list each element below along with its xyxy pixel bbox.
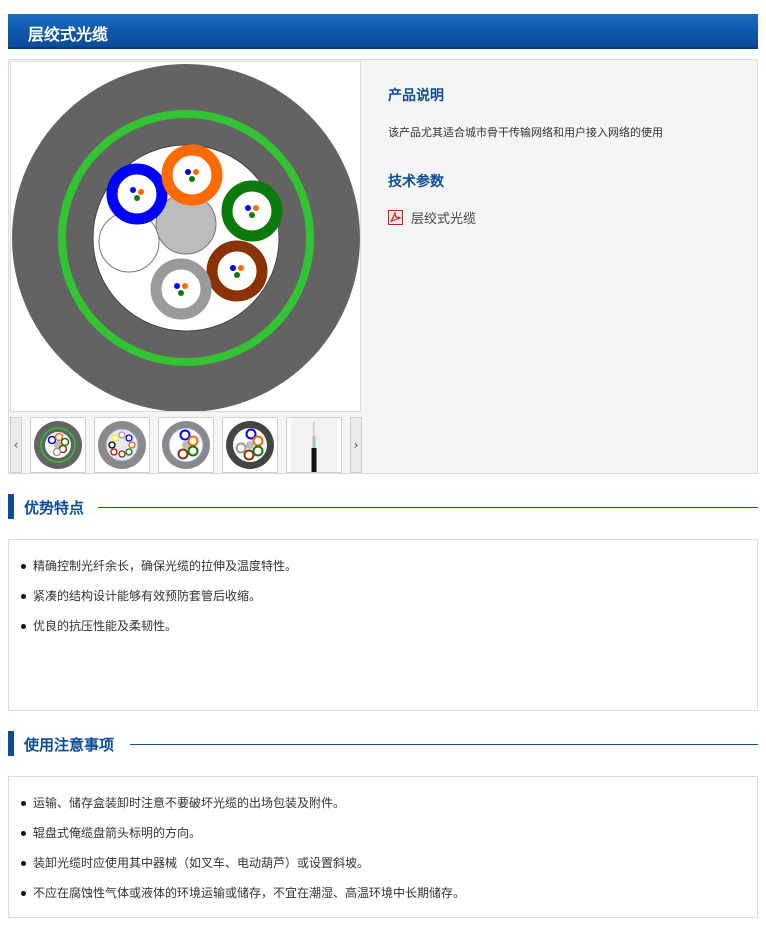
cable-cross-section-icon: [12, 64, 360, 412]
page-title: 层绞式光缆: [28, 25, 109, 44]
thumbnail-5[interactable]: [286, 417, 342, 473]
description-text: 该产品尤其适合城市骨干传输网络和用户接入网络的使用: [388, 126, 663, 139]
notes-section-header: 使用注意事项: [8, 731, 758, 757]
cable-thumb-icon: [162, 421, 210, 469]
thumbnail-4[interactable]: [222, 417, 278, 473]
thumbnail-prev-button[interactable]: ‹: [10, 417, 22, 473]
cable-thumb-icon: [98, 421, 146, 469]
list-item: 装卸光缆时应使用其中器械（如叉车、电动葫芦）或设置斜坡。: [21, 851, 757, 881]
list-item: 优良的抗压性能及柔韧性。: [21, 614, 757, 644]
list-item: 紧凑的结构设计能够有效预防套管后收缩。: [21, 584, 757, 614]
features-list: 精确控制光纤余长，确保光缆的拉伸及温度特性。 紧凑的结构设计能够有效预防套管后收…: [9, 540, 757, 644]
list-item: 辊盘式俺缆盘箭头标明的方向。: [21, 821, 757, 851]
thumbnail-3[interactable]: [158, 417, 214, 473]
thumbnail-2[interactable]: [94, 417, 150, 473]
section-accent-bar: [8, 731, 14, 756]
cable-photo-icon: [291, 418, 337, 472]
features-title: 优势特点: [24, 497, 93, 518]
section-divider: [130, 744, 758, 745]
main-product-image: [10, 61, 361, 412]
features-section-header: 优势特点: [8, 494, 758, 520]
section-accent-bar: [8, 494, 14, 519]
description-heading: 产品说明: [388, 88, 444, 104]
title-bar: 层绞式光缆: [8, 14, 758, 49]
list-item: 运输、储存盒装卸时注意不要破坏光缆的出场包装及附件。: [21, 791, 757, 821]
spec-link-label: 层绞式光缆: [411, 212, 477, 227]
spec-pdf-link[interactable]: 层绞式光缆: [388, 208, 476, 227]
spec-heading: 技术参数: [388, 174, 444, 190]
notes-title: 使用注意事项: [24, 734, 123, 755]
features-box: 精确控制光纤余长，确保光缆的拉伸及温度特性。 紧凑的结构设计能够有效预防套管后收…: [8, 539, 758, 711]
product-panel: ‹: [8, 59, 758, 474]
list-item: 精确控制光纤余长，确保光缆的拉伸及温度特性。: [21, 554, 757, 584]
thumbnail-strip: ‹: [10, 417, 362, 474]
thumbnail-1[interactable]: [30, 417, 86, 473]
list-item: 不应在腐蚀性气体或液体的环境运输或储存，不宜在潮湿、高温环境中长期储存。: [21, 881, 757, 911]
cable-thumb-icon: [226, 421, 274, 469]
thumbnail-next-button[interactable]: ›: [350, 417, 362, 473]
notes-list: 运输、储存盒装卸时注意不要破坏光缆的出场包装及附件。 辊盘式俺缆盘箭头标明的方向…: [9, 777, 757, 911]
section-divider: [98, 507, 758, 508]
pdf-icon: [388, 210, 403, 225]
notes-box: 运输、储存盒装卸时注意不要破坏光缆的出场包装及附件。 辊盘式俺缆盘箭头标明的方向…: [8, 776, 758, 918]
cable-thumb-icon: [34, 421, 82, 469]
